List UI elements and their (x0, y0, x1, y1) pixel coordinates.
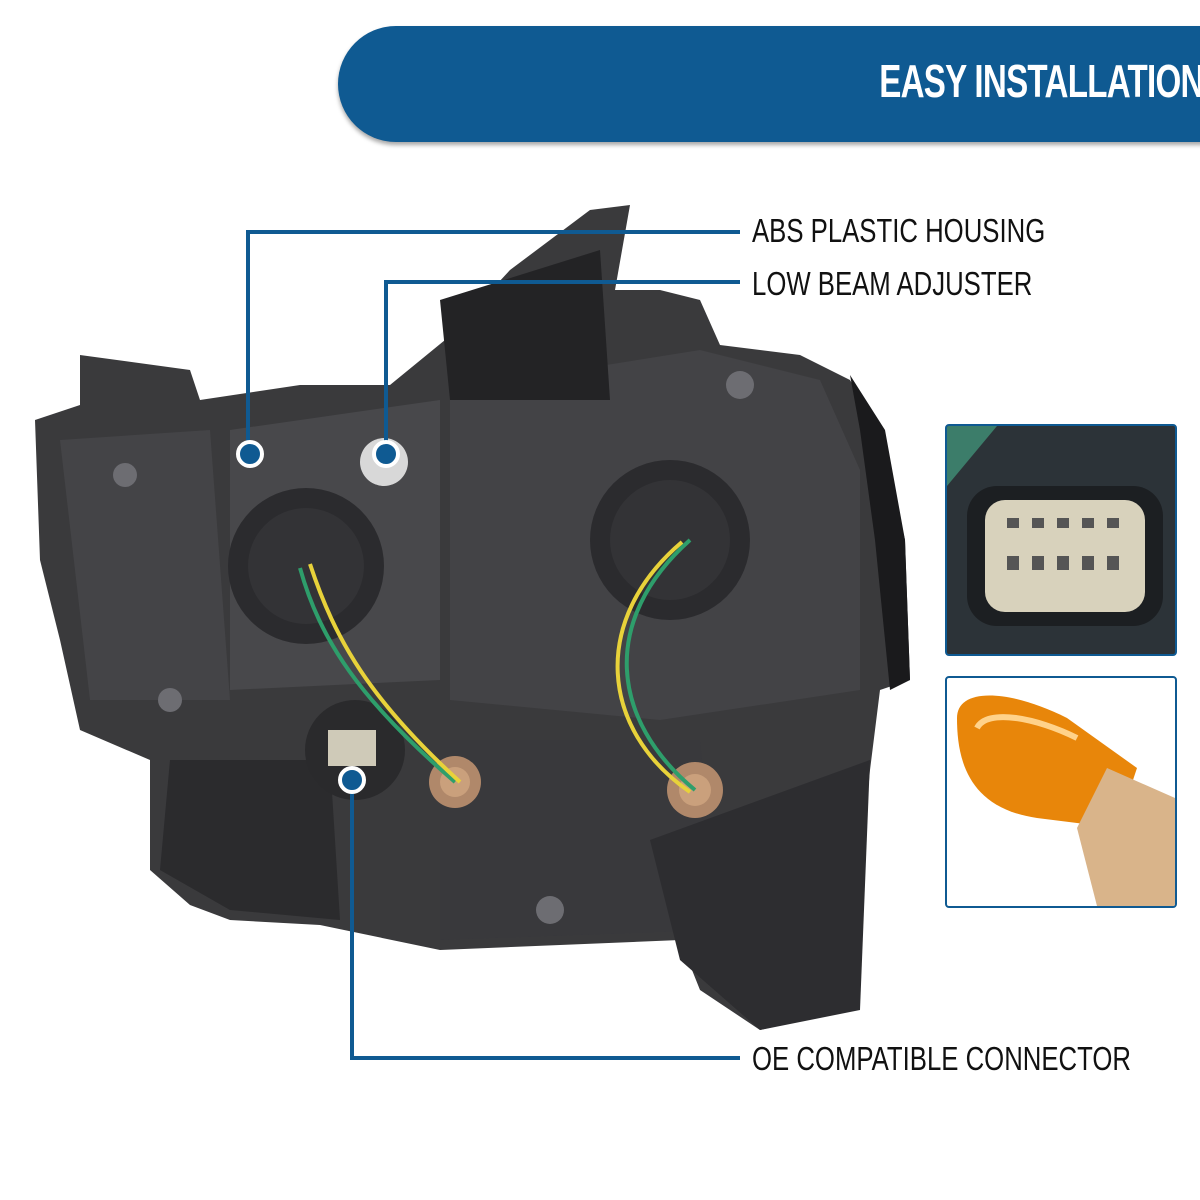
amber-bulb-icon (957, 695, 1175, 906)
callout-low-beam-adjuster: LOW BEAM ADJUSTER (752, 265, 1033, 302)
headlight-housing (35, 205, 910, 1030)
connector-closeup-inset (945, 424, 1177, 656)
header-banner: EASY INSTALLATION (338, 26, 1200, 142)
amber-bulb-inset (945, 676, 1177, 908)
connector-closeup-icon (947, 426, 1163, 626)
callout-oe-compatible-connector: OE COMPATIBLE CONNECTOR (752, 1040, 1132, 1077)
callout-abs-plastic-housing: ABS PLASTIC HOUSING (752, 212, 1046, 249)
banner-title: EASY INSTALLATION (879, 55, 1200, 107)
